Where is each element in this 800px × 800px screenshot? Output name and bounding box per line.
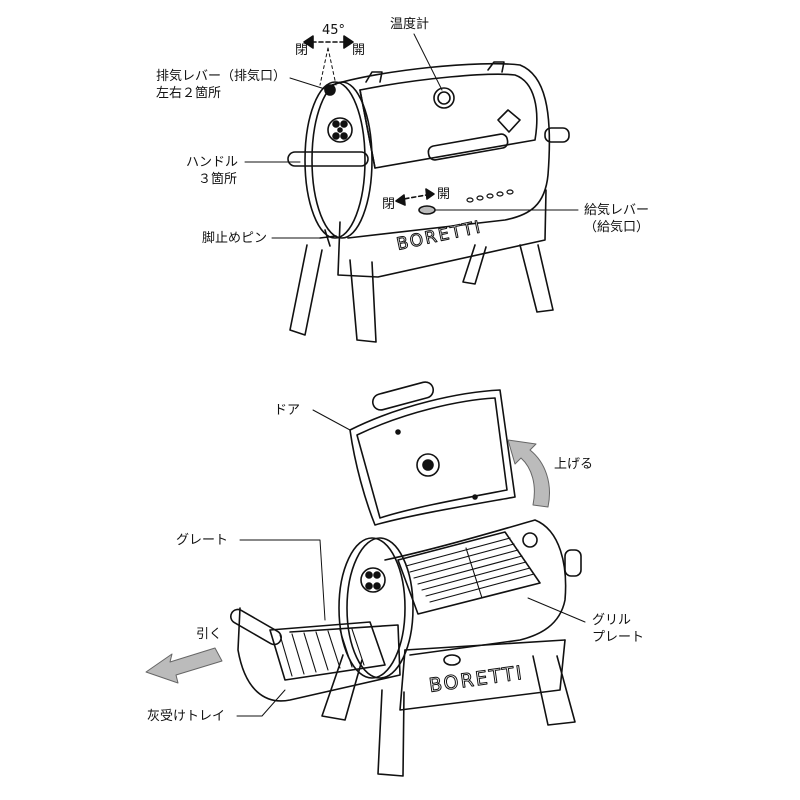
top-side-handle (287, 151, 369, 167)
bottom-exhaust-vent (360, 567, 386, 593)
exhaust-open-label: 開 (352, 43, 366, 58)
bottom-intake-lever (443, 654, 461, 666)
leader-ash-tray (236, 689, 286, 717)
top-intake-lever (418, 205, 436, 215)
top-thermometer-gauge (433, 87, 455, 109)
top-right-handle (544, 127, 570, 143)
bottom-leg-back-right (532, 655, 576, 726)
bottom-ash-tray (237, 607, 401, 702)
bottom-body (384, 519, 567, 656)
bottom-right-handle (564, 549, 582, 577)
intake-open-label: 開 (437, 187, 451, 202)
bottom-door-handle (371, 381, 435, 411)
leader-exhaust (289, 77, 329, 91)
bottom-leg-front-right (377, 689, 405, 777)
grill-plate-label: グリル プレート (592, 613, 645, 645)
top-exhaust-vent (327, 117, 353, 143)
top-front-handle (427, 133, 509, 161)
leg-pin-label: 脚止めピン (202, 231, 268, 246)
lift-arrow (507, 439, 550, 508)
bottom-right-vent (522, 532, 538, 548)
bottom-brand: BORETTI (428, 662, 525, 697)
top-hinge-left (365, 71, 383, 83)
top-leg-front-left (289, 244, 323, 336)
bottom-ash-tray-handle (230, 608, 282, 646)
leader-grate (239, 539, 326, 621)
top-stand (337, 189, 547, 278)
door-label: ドア (274, 403, 301, 418)
top-leg-back-right (519, 244, 554, 313)
intake-close-label: 閉 (382, 197, 396, 212)
bottom-grill (145, 381, 586, 777)
bottom-leg-front-left (321, 654, 363, 721)
exhaust-close-label: 閉 (295, 43, 309, 58)
grate-label: グレート (176, 533, 229, 548)
top-lid (359, 73, 538, 169)
ash-tray-label: 灰受けトレイ (147, 709, 226, 724)
pull-arrow (145, 647, 223, 684)
exhaust-lever-label: 排気レバー（排気口） 左右２箇所 (156, 69, 287, 101)
top-leg-front-right (349, 259, 377, 343)
handle-label: ハンドル ３箇所 (186, 155, 239, 187)
leader-grill-plate (527, 597, 586, 623)
top-leg-back-left (462, 244, 487, 285)
top-leg-pin (319, 229, 337, 247)
bottom-door (349, 389, 516, 526)
bottom-grill-plate (397, 531, 541, 615)
bottom-thermometer (416, 453, 440, 477)
top-grill (244, 33, 579, 343)
top-hinge-right (487, 61, 505, 73)
top-brand: BORETTI (395, 217, 484, 255)
lift-label: 上げる (554, 457, 594, 472)
top-end-cap (304, 81, 366, 239)
bottom-stand (399, 639, 566, 711)
intake-lever-label: 給気レバー （給気口） (584, 203, 650, 235)
top-logo-badge (497, 109, 521, 133)
angle-label: 45° (322, 23, 346, 38)
leader-thermometer (413, 33, 443, 91)
leader-door (312, 409, 351, 431)
bottom-end-cap (338, 537, 406, 679)
pull-label: 引く (196, 627, 223, 642)
thermometer-label: 温度計 (390, 17, 430, 32)
top-body (331, 62, 551, 239)
top-intake-vents (466, 189, 514, 203)
top-exhaust-lever (324, 84, 336, 96)
